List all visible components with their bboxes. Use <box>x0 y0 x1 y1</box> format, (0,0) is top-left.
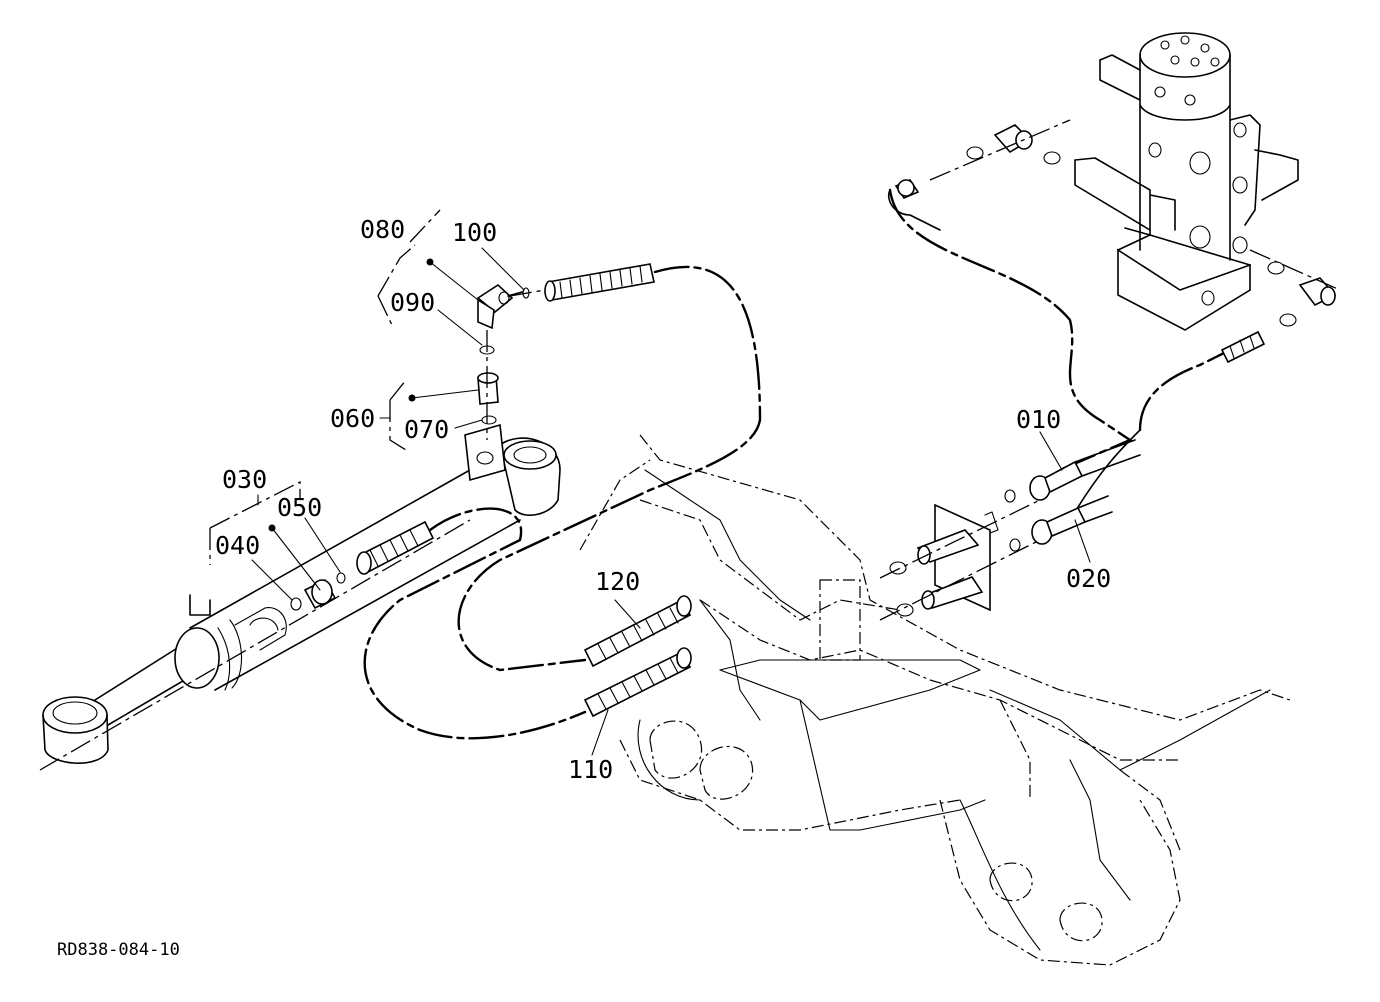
callout-110: 110 <box>568 755 613 784</box>
hose-end-020 <box>1031 495 1113 545</box>
callout-080: 080 <box>360 215 405 244</box>
callout-060: 060 <box>330 404 375 433</box>
swivel-hose-ends <box>894 179 1266 364</box>
drawing-code: RD838-084-10 <box>57 940 180 960</box>
swivel-joint <box>1074 32 1299 331</box>
callout-leaders <box>209 209 1091 756</box>
cylinder-030 <box>42 423 561 764</box>
callout-020: 020 <box>1066 564 1111 593</box>
callout-040: 040 <box>215 531 260 560</box>
bulkhead-plate <box>879 489 1041 621</box>
callout-030: 030 <box>222 465 267 494</box>
callout-090: 090 <box>390 288 435 317</box>
frame-outline <box>579 434 1291 966</box>
hose-guard-top <box>544 263 655 302</box>
swivel-port-fittings <box>929 119 1341 327</box>
cylinder-axis <box>39 519 471 771</box>
hose-guard-110 <box>583 647 692 718</box>
callout-100: 100 <box>452 218 497 247</box>
port-fittings-cylinder <box>290 572 346 611</box>
hose-lines <box>363 188 1242 740</box>
callout-120: 120 <box>595 567 640 596</box>
callout-010: 010 <box>1016 405 1061 434</box>
hose-end-010 <box>1029 439 1141 501</box>
hose-guard-cylinder <box>356 520 435 575</box>
hose-guard-120 <box>583 595 692 668</box>
callout-050: 050 <box>277 493 322 522</box>
callout-070: 070 <box>404 415 449 444</box>
port-fittings-top <box>476 283 546 440</box>
